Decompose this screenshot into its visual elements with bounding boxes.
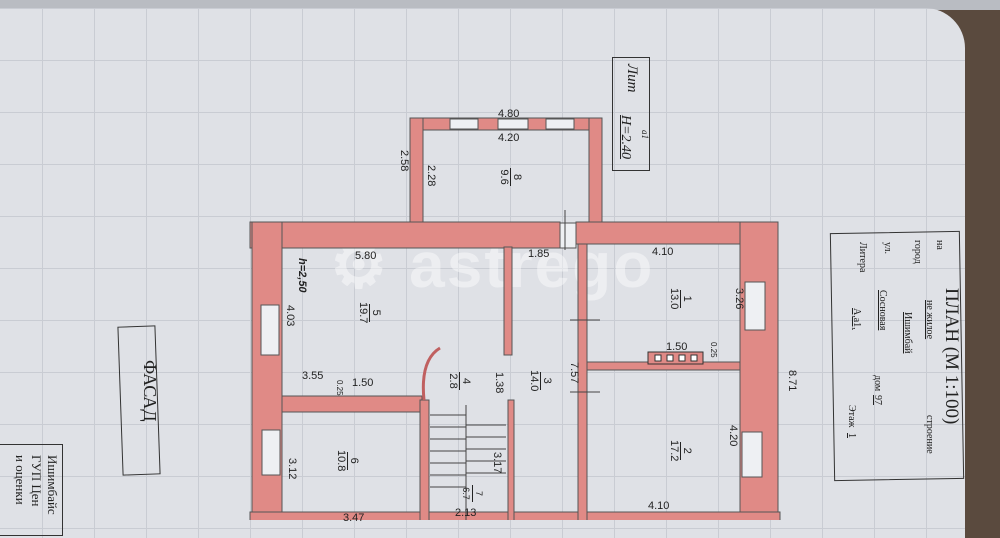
room-number: 1 — [680, 289, 693, 308]
na-suffix: строение — [924, 415, 935, 454]
dim-r5-side: 4.03 — [284, 305, 296, 327]
dim-annex-side-outer: 2.58 — [398, 150, 410, 172]
litera-box — [612, 57, 650, 171]
dim-r1-top: 4.10 — [652, 246, 674, 258]
room-number: 5 — [369, 303, 382, 322]
room-number: 7 — [472, 485, 485, 503]
na-value: не жилое — [924, 300, 935, 340]
litera-field-value: А,а1, — [851, 308, 862, 330]
room-area: 2.8 — [447, 373, 459, 389]
wall-r5-r6 — [281, 395, 423, 413]
litera-height: H=2.40 — [618, 115, 633, 160]
floor-value: 1 — [846, 433, 857, 438]
dim-stair-width: 2.13 — [455, 507, 477, 519]
dim-corridor: 7.57 — [568, 362, 580, 384]
city-label: город — [912, 240, 923, 264]
door-arc — [421, 346, 441, 401]
page-edge — [0, 0, 1000, 10]
wall-stair-right — [507, 399, 515, 520]
dim-annex-inner: 4.20 — [498, 132, 520, 144]
city-value: Ишимбай — [902, 312, 913, 354]
street-value: Сосновая — [877, 290, 888, 331]
house-value: 97 — [872, 395, 883, 405]
wall-bottom — [249, 511, 781, 520]
room-area: 14.0 — [528, 370, 540, 392]
dim-r2-bottom: 4.10 — [648, 500, 670, 512]
room-number: 2 — [680, 441, 693, 460]
windows — [260, 118, 766, 478]
litera-sub: а1 — [640, 130, 650, 139]
chimney — [647, 351, 704, 365]
dim-r6-side: 3.12 — [286, 458, 298, 480]
dim-r1-side: 3.26 — [733, 288, 745, 310]
dim-stair-len: 3.17 — [491, 452, 503, 474]
litera-field-label: Литера — [857, 242, 868, 273]
room-area: 9.6 — [498, 169, 510, 185]
litera-label: Лит — [624, 64, 640, 93]
dim-r4-side: 1.38 — [493, 372, 505, 394]
dim-r5-bottom: 3.55 — [302, 370, 324, 382]
wall-corridor-right — [577, 243, 588, 520]
room-number: 3 — [540, 371, 553, 390]
floor-plan — [249, 117, 781, 520]
dim-chimney-depth: 0.25 — [709, 342, 718, 358]
wall-top-left — [249, 221, 561, 249]
room-area: 13.0 — [668, 288, 680, 310]
room-number: 8 — [510, 168, 523, 187]
house-label: дом — [872, 375, 883, 392]
annex-wall-right — [588, 117, 603, 227]
footer-line-3: и оценки — [13, 455, 28, 505]
dim-niche-depth: 0.25 — [335, 380, 344, 396]
street-label: ул. — [882, 242, 893, 255]
dim-r5-top: 5.80 — [355, 250, 377, 262]
dim-door: 1.85 — [528, 248, 550, 260]
dim-annex-side-inner: 2.28 — [425, 165, 437, 187]
room-area: 17.2 — [668, 440, 680, 462]
dim-chimney: 1.50 — [666, 341, 688, 353]
annex-wall-left — [409, 117, 424, 227]
room-area: 19.7 — [357, 302, 369, 324]
dim-r2-side: 4.20 — [727, 425, 739, 447]
footer-line-2: ГУП Цен — [29, 455, 44, 507]
dim-right-total: 8.71 — [786, 370, 798, 392]
footer-line-1: Ишимбайс — [45, 455, 60, 515]
facade-label: ФАСАД — [140, 360, 160, 422]
room-area: 10.8 — [335, 450, 347, 472]
wall-stair-left — [419, 399, 430, 520]
dim-r6-bottom: 3.47 — [343, 512, 365, 524]
document-page — [0, 8, 965, 538]
room-area: 6.7 — [461, 487, 471, 500]
room-number: 6 — [347, 451, 360, 470]
dim-niche: 1.50 — [352, 377, 374, 389]
floor-label: Этаж — [846, 405, 857, 428]
height-note: h=2,50 — [296, 258, 308, 293]
partition-r5 — [503, 246, 513, 356]
room-number: 4 — [459, 372, 472, 391]
stairs — [430, 210, 600, 520]
plan-title: ПЛАН (М 1:100) — [941, 288, 962, 425]
na-label: на — [934, 240, 945, 250]
dim-annex-outer: 4.80 — [498, 108, 520, 120]
